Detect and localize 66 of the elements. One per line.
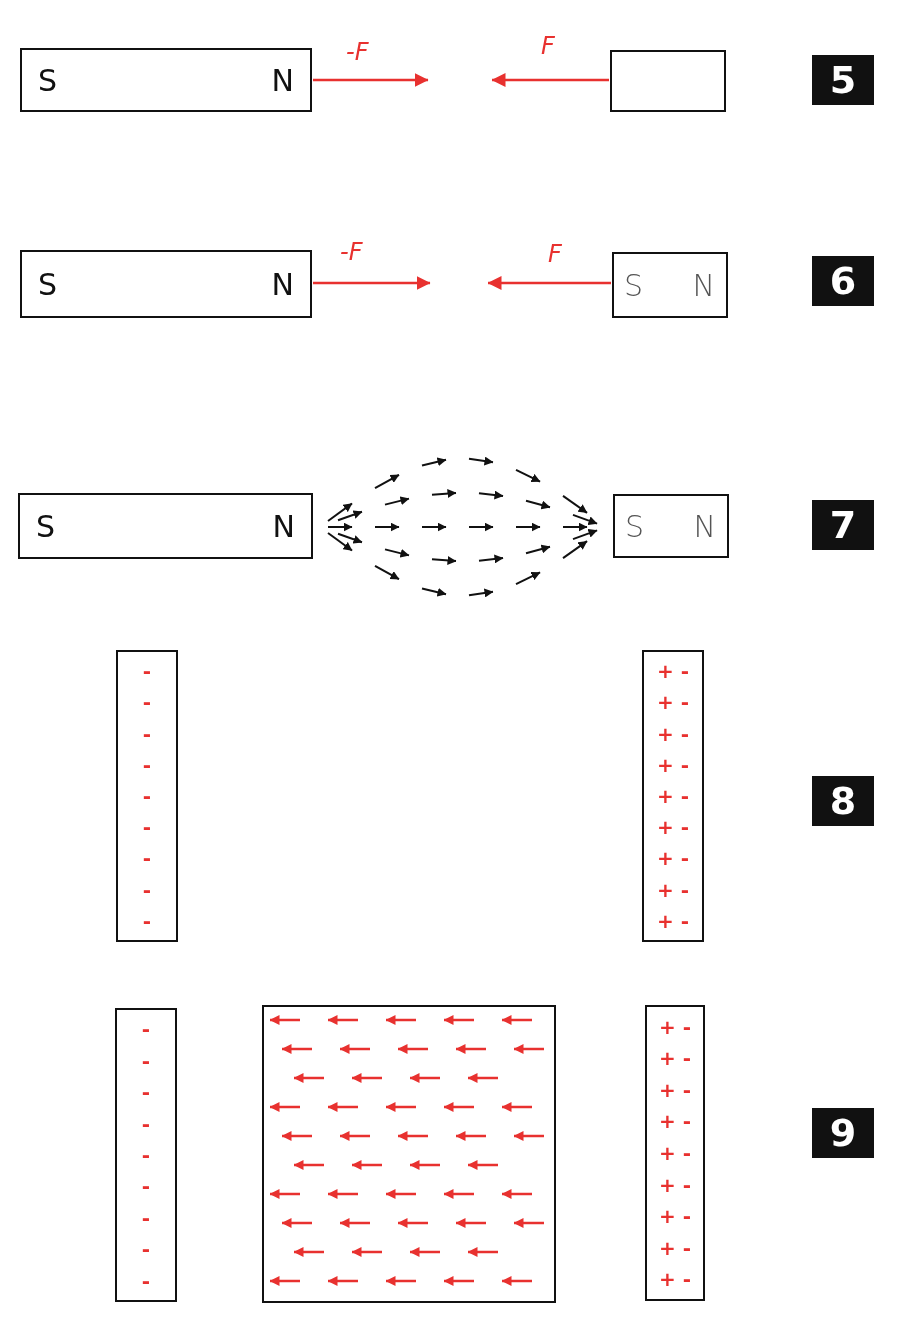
- polarized-rod: [645, 1005, 705, 1301]
- force-label: -F: [346, 38, 369, 66]
- charge-sign: -: [142, 815, 152, 840]
- pole-label: N: [693, 508, 717, 544]
- charge-sign: + -: [657, 815, 689, 840]
- charge-sign: + -: [659, 1046, 691, 1071]
- charge-sign: -: [141, 1017, 151, 1042]
- induced-magnet: [613, 494, 729, 558]
- charge-sign: + -: [657, 690, 689, 715]
- charge-sign: -: [142, 690, 152, 715]
- force-label: -F: [340, 238, 363, 266]
- charge-sign: -: [142, 846, 152, 871]
- charge-sign: -: [141, 1205, 151, 1230]
- pole-label: N: [271, 266, 294, 302]
- charge-sign: -: [141, 1048, 151, 1073]
- charge-sign: + -: [657, 877, 689, 902]
- panel-number: 7: [812, 500, 874, 550]
- electric-field-region: [262, 1005, 556, 1303]
- pole-label: N: [272, 508, 295, 544]
- charge-sign: + -: [659, 1267, 691, 1292]
- polarized-rod: [642, 650, 704, 942]
- charge-sign: -: [142, 721, 152, 746]
- charge-sign: + -: [659, 1014, 691, 1039]
- pole-label: N: [692, 267, 716, 303]
- charge-sign: -: [142, 659, 152, 684]
- charge-sign: -: [142, 752, 152, 777]
- pole-label: S: [624, 267, 645, 303]
- panel-number: 5: [812, 55, 874, 105]
- charge-sign: + -: [657, 783, 689, 808]
- pole-label: S: [625, 508, 646, 544]
- charge-sign: -: [141, 1268, 151, 1293]
- charge-sign: + -: [659, 1109, 691, 1134]
- charge-sign: + -: [659, 1140, 691, 1165]
- bar-magnet: [18, 493, 313, 559]
- charge-sign: + -: [657, 846, 689, 871]
- force-label: F: [541, 32, 555, 60]
- bar-magnet: [20, 250, 312, 318]
- pole-label: N: [271, 62, 294, 98]
- panel-number: 9: [812, 1108, 874, 1158]
- charge-sign: + -: [659, 1204, 691, 1229]
- charge-sign: -: [141, 1237, 151, 1262]
- panel-number: 8: [812, 776, 874, 826]
- charge-sign: -: [142, 783, 152, 808]
- charged-rod: [116, 650, 178, 942]
- charge-sign: + -: [657, 752, 689, 777]
- force-label: F: [548, 240, 562, 268]
- charge-sign: -: [142, 877, 152, 902]
- charge-sign: -: [141, 1111, 151, 1136]
- bar-magnet: [20, 48, 312, 112]
- charge-sign: -: [142, 908, 152, 933]
- induced-magnet: [612, 252, 728, 318]
- charge-sign: + -: [659, 1172, 691, 1197]
- charge-sign: + -: [659, 1077, 691, 1102]
- panel-number: 6: [812, 256, 874, 306]
- charge-sign: + -: [657, 721, 689, 746]
- charge-sign: + -: [657, 908, 689, 933]
- pole-label: S: [38, 266, 58, 302]
- pole-label: S: [38, 62, 58, 98]
- iron-block: [610, 50, 726, 112]
- charge-sign: + -: [657, 659, 689, 684]
- pole-label: S: [36, 508, 56, 544]
- charge-sign: -: [141, 1080, 151, 1105]
- charged-rod: [115, 1008, 177, 1302]
- charge-sign: -: [141, 1142, 151, 1167]
- charge-sign: -: [141, 1174, 151, 1199]
- charge-sign: + -: [659, 1235, 691, 1260]
